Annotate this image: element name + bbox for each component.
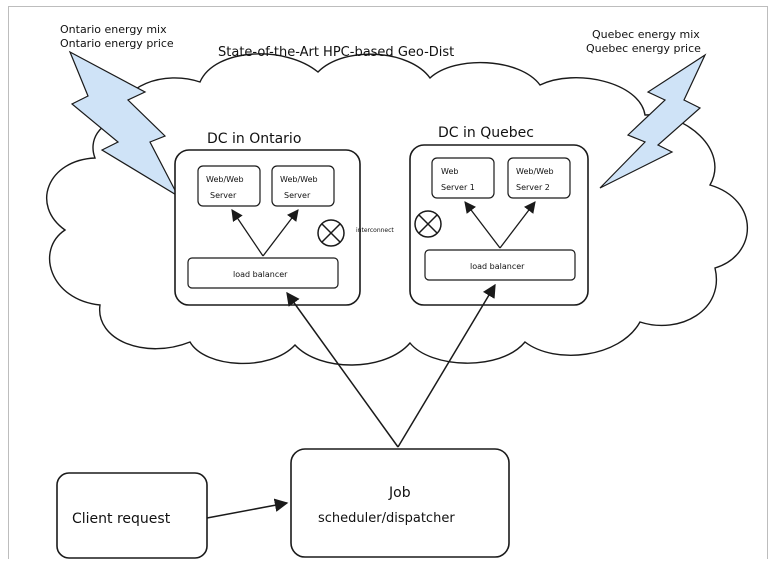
quebec-load-balancer (424, 249, 576, 281)
client-request-label: Client request (72, 511, 171, 527)
job-scheduler-line1: Job (388, 485, 411, 501)
ontario-server-1-line2: Server (210, 191, 237, 200)
frame-left-edge (8, 6, 9, 559)
quebec-energy-price-label: Quebec energy price (586, 42, 701, 55)
scheduler-to-ontario-arrow (286, 291, 399, 448)
quebec-arrow-to-server-1 (464, 201, 501, 249)
quebec-server-1-line2: Server 1 (441, 183, 475, 192)
ontario-server-2-line1: Web/Web (280, 175, 318, 184)
ontario-server-1 (197, 165, 261, 207)
inter-dc-link-label: interconnect (356, 227, 394, 234)
frame-top-edge (8, 6, 768, 7)
ontario-server-1-line1: Web/Web (206, 175, 244, 184)
scheduler-to-quebec-arrow (397, 283, 496, 448)
ontario-arrow-to-server-1 (231, 209, 264, 257)
quebec-lightning-icon (599, 53, 707, 189)
ontario-load-balancer-label: load balancer (233, 270, 288, 279)
quebec-server-1 (431, 157, 495, 199)
quebec-server-2-line1: Web/Web (516, 167, 554, 176)
ontario-energy-mix-label: Ontario energy mix (60, 23, 167, 36)
quebec-circle-x-icon (414, 210, 442, 238)
frame-right-edge (767, 6, 768, 559)
cloud-shape (46, 53, 748, 366)
quebec-energy-mix-label: Quebec energy mix (592, 28, 700, 41)
quebec-server-2-line2: Server 2 (516, 183, 550, 192)
job-scheduler-box (290, 448, 510, 558)
ontario-server-2-line2: Server (284, 191, 311, 200)
ontario-load-balancer (187, 257, 339, 289)
ontario-arrow-to-server-2 (262, 209, 299, 257)
ontario-server-2 (271, 165, 335, 207)
job-scheduler-line2: scheduler/dispatcher (318, 511, 455, 526)
quebec-server-2 (507, 157, 571, 199)
ontario-circle-x-icon (317, 219, 345, 247)
client-to-scheduler-arrow (206, 498, 289, 519)
diagram-title: State-of-the-Art HPC-based Geo-Dist (218, 45, 454, 60)
quebec-arrow-to-server-2 (499, 201, 536, 249)
dc-quebec-title: DC in Quebec (438, 125, 534, 141)
client-request-box (56, 472, 208, 559)
quebec-load-balancer-label: load balancer (470, 262, 525, 271)
ontario-energy-price-label: Ontario energy price (60, 37, 174, 50)
dc-ontario-title: DC in Ontario (207, 131, 301, 147)
quebec-server-1-line1: Web (441, 167, 458, 176)
